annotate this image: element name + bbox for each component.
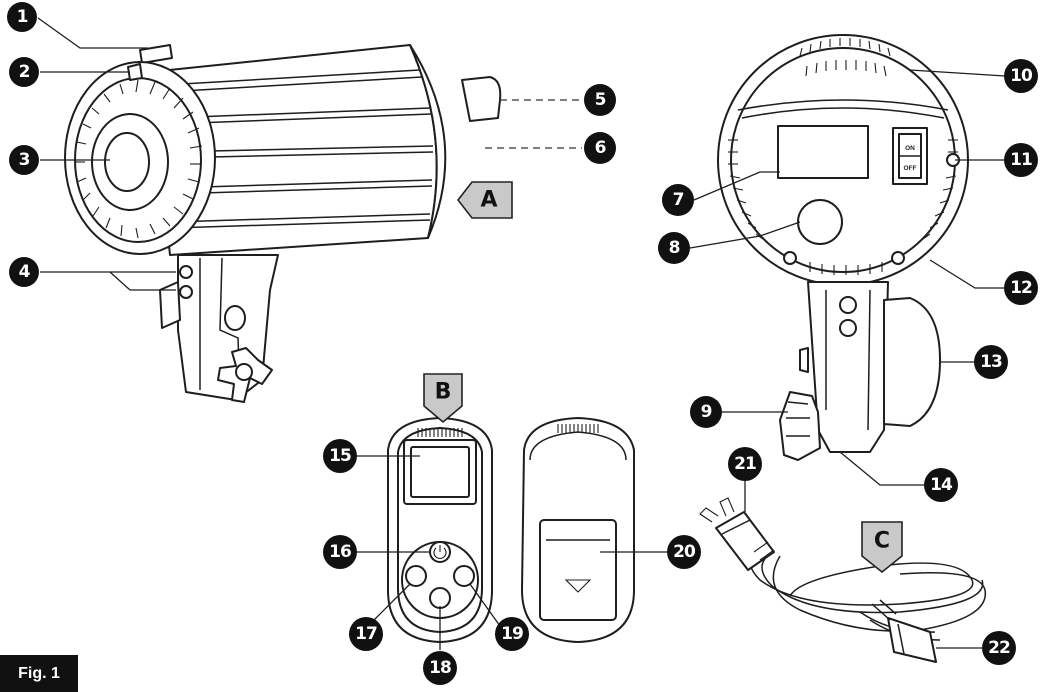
- leader-8: [689, 221, 801, 249]
- leader-14: [839, 451, 925, 486]
- callout-17: 17: [349, 617, 383, 651]
- svg-text:16: 16: [329, 542, 351, 562]
- svg-text:13: 13: [980, 352, 1002, 372]
- svg-text:10: 10: [1010, 66, 1033, 86]
- callout-6: 6: [584, 132, 616, 164]
- leader-19: [469, 583, 501, 627]
- callout-11: 11: [1004, 143, 1038, 177]
- callout-13: 13: [974, 345, 1008, 379]
- leader-1: [37, 17, 148, 49]
- section-tag-a: A: [456, 181, 513, 219]
- section-tag-b: B: [423, 373, 463, 424]
- leader-4b: [109, 271, 176, 291]
- svg-text:14: 14: [930, 475, 953, 495]
- leader-12: [929, 259, 1005, 289]
- remote-back: [521, 417, 635, 643]
- section-tag-a-text: A: [480, 188, 497, 213]
- svg-text:21: 21: [734, 454, 756, 474]
- callout-5: 5: [584, 84, 616, 116]
- callout-3: 3: [9, 145, 39, 175]
- power-button: [429, 541, 451, 563]
- figure-label: Fig. 1: [0, 655, 78, 692]
- svg-text:7: 7: [673, 190, 684, 210]
- svg-text:8: 8: [669, 238, 680, 258]
- callout-14: 14: [924, 468, 958, 502]
- callout-10: 10: [1004, 59, 1038, 93]
- switch-on-label: ON: [905, 145, 915, 152]
- remote-front: [387, 417, 493, 643]
- svg-text:11: 11: [1010, 150, 1032, 170]
- lamp-side-view: [64, 44, 502, 403]
- lamp-back-view: [717, 34, 969, 461]
- callout-21: 21: [728, 447, 762, 481]
- callout-18: 18: [423, 651, 457, 685]
- callout-22: 22: [982, 631, 1016, 665]
- callout-19: 19: [495, 617, 529, 651]
- remote-button-bottom: [429, 587, 451, 609]
- switch-off-label: OFF: [904, 165, 917, 172]
- leader-10: [909, 69, 1006, 77]
- svg-text:18: 18: [429, 658, 451, 678]
- callout-20: 20: [667, 535, 701, 569]
- callout-12: 12: [1004, 271, 1038, 305]
- remote-button-right: [453, 565, 475, 587]
- svg-text:1: 1: [17, 7, 28, 27]
- svg-text:6: 6: [595, 138, 606, 158]
- svg-text:19: 19: [501, 624, 523, 644]
- power-cord: [699, 497, 986, 663]
- section-tag-c: C: [861, 521, 903, 574]
- section-tag-c-text: C: [874, 529, 890, 554]
- power-icon: [433, 545, 447, 559]
- svg-text:2: 2: [19, 62, 30, 82]
- leader-17: [371, 583, 411, 623]
- callout-2: 2: [9, 57, 39, 87]
- callout-9: 9: [690, 396, 722, 428]
- svg-text:12: 12: [1010, 278, 1032, 298]
- section-tag-b-text: B: [435, 380, 452, 405]
- svg-text:5: 5: [595, 90, 606, 110]
- callout-1: 1: [7, 2, 37, 32]
- callout-16: 16: [323, 535, 357, 569]
- callout-7: 7: [662, 184, 694, 216]
- svg-text:3: 3: [19, 150, 30, 170]
- svg-text:20: 20: [673, 542, 696, 562]
- remote-button-left: [405, 565, 427, 587]
- svg-text:17: 17: [355, 624, 377, 644]
- callout-8: 8: [658, 232, 690, 264]
- svg-text:9: 9: [701, 402, 712, 422]
- callout-15: 15: [323, 439, 357, 473]
- svg-text:4: 4: [19, 262, 31, 282]
- callout-4: 4: [9, 257, 39, 287]
- leader-7: [693, 171, 780, 201]
- svg-text:22: 22: [988, 638, 1010, 658]
- svg-text:15: 15: [329, 446, 351, 466]
